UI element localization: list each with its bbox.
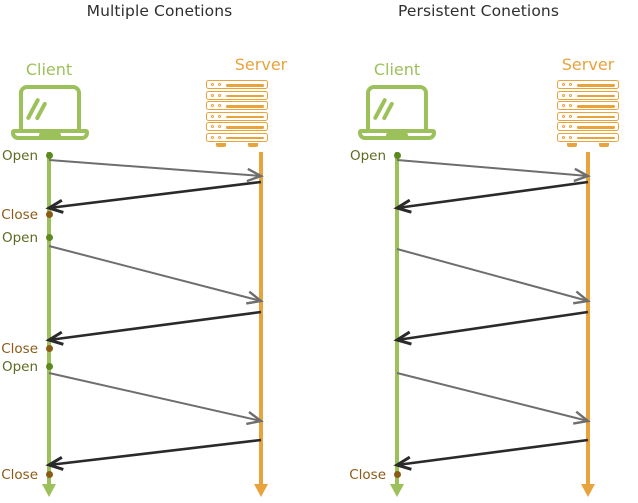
laptop-base-icon (358, 129, 436, 140)
client-lifeline-left (47, 152, 51, 487)
server-lifeline-left (259, 152, 263, 487)
server-lifeline-arrowhead-right (580, 484, 595, 497)
event-dot-open (45, 233, 53, 241)
event-label-close: Close (1, 207, 38, 223)
event-dot-open (45, 362, 53, 370)
server-label-left: Server (234, 55, 288, 74)
laptop-icon (358, 85, 436, 143)
laptop-screen-icon (366, 85, 428, 131)
laptop-icon (11, 85, 89, 143)
event-dot-open (393, 151, 401, 159)
server-lifeline-right (586, 152, 590, 487)
event-dot-close (45, 470, 53, 478)
server-lifeline-arrowhead-left (253, 484, 268, 497)
laptop-base-icon (11, 129, 89, 140)
event-label-open: Open (349, 148, 386, 164)
client-label-right: Client (373, 60, 421, 79)
laptop-notch-icon (39, 132, 61, 137)
client-lifeline-right (395, 152, 399, 487)
laptop-screen-icon (19, 85, 81, 131)
server-rack-icon (206, 80, 268, 150)
event-label-open: Open (1, 230, 38, 246)
panel-multiple-connections: Multiple Conetions Client Server (1, 2, 288, 497)
event-label-close: Close (1, 341, 38, 357)
event-label-open: Open (1, 359, 38, 375)
client-lifeline-arrowhead-left (41, 484, 56, 497)
event-label-close: Close (1, 467, 38, 483)
client-lifeline-arrowhead-right (389, 484, 404, 497)
event-label-open: Open (1, 148, 38, 164)
event-dot-open (45, 151, 53, 159)
server-label-right: Server (561, 55, 615, 74)
event-dot-close (45, 344, 53, 352)
client-label-left: Client (25, 60, 73, 79)
laptop-notch-icon (386, 132, 408, 137)
event-label-close: Close (349, 467, 386, 483)
server-rack-icon (557, 80, 619, 150)
panel-persistent-connections: Persistent Conetions Client Server Open (319, 0, 638, 503)
event-dot-close (45, 210, 53, 218)
panel-title-persistent: Persistent Conetions (397, 2, 560, 20)
panel-title-multiple: Multiple Conetions (86, 2, 233, 20)
event-dot-close (393, 470, 401, 478)
